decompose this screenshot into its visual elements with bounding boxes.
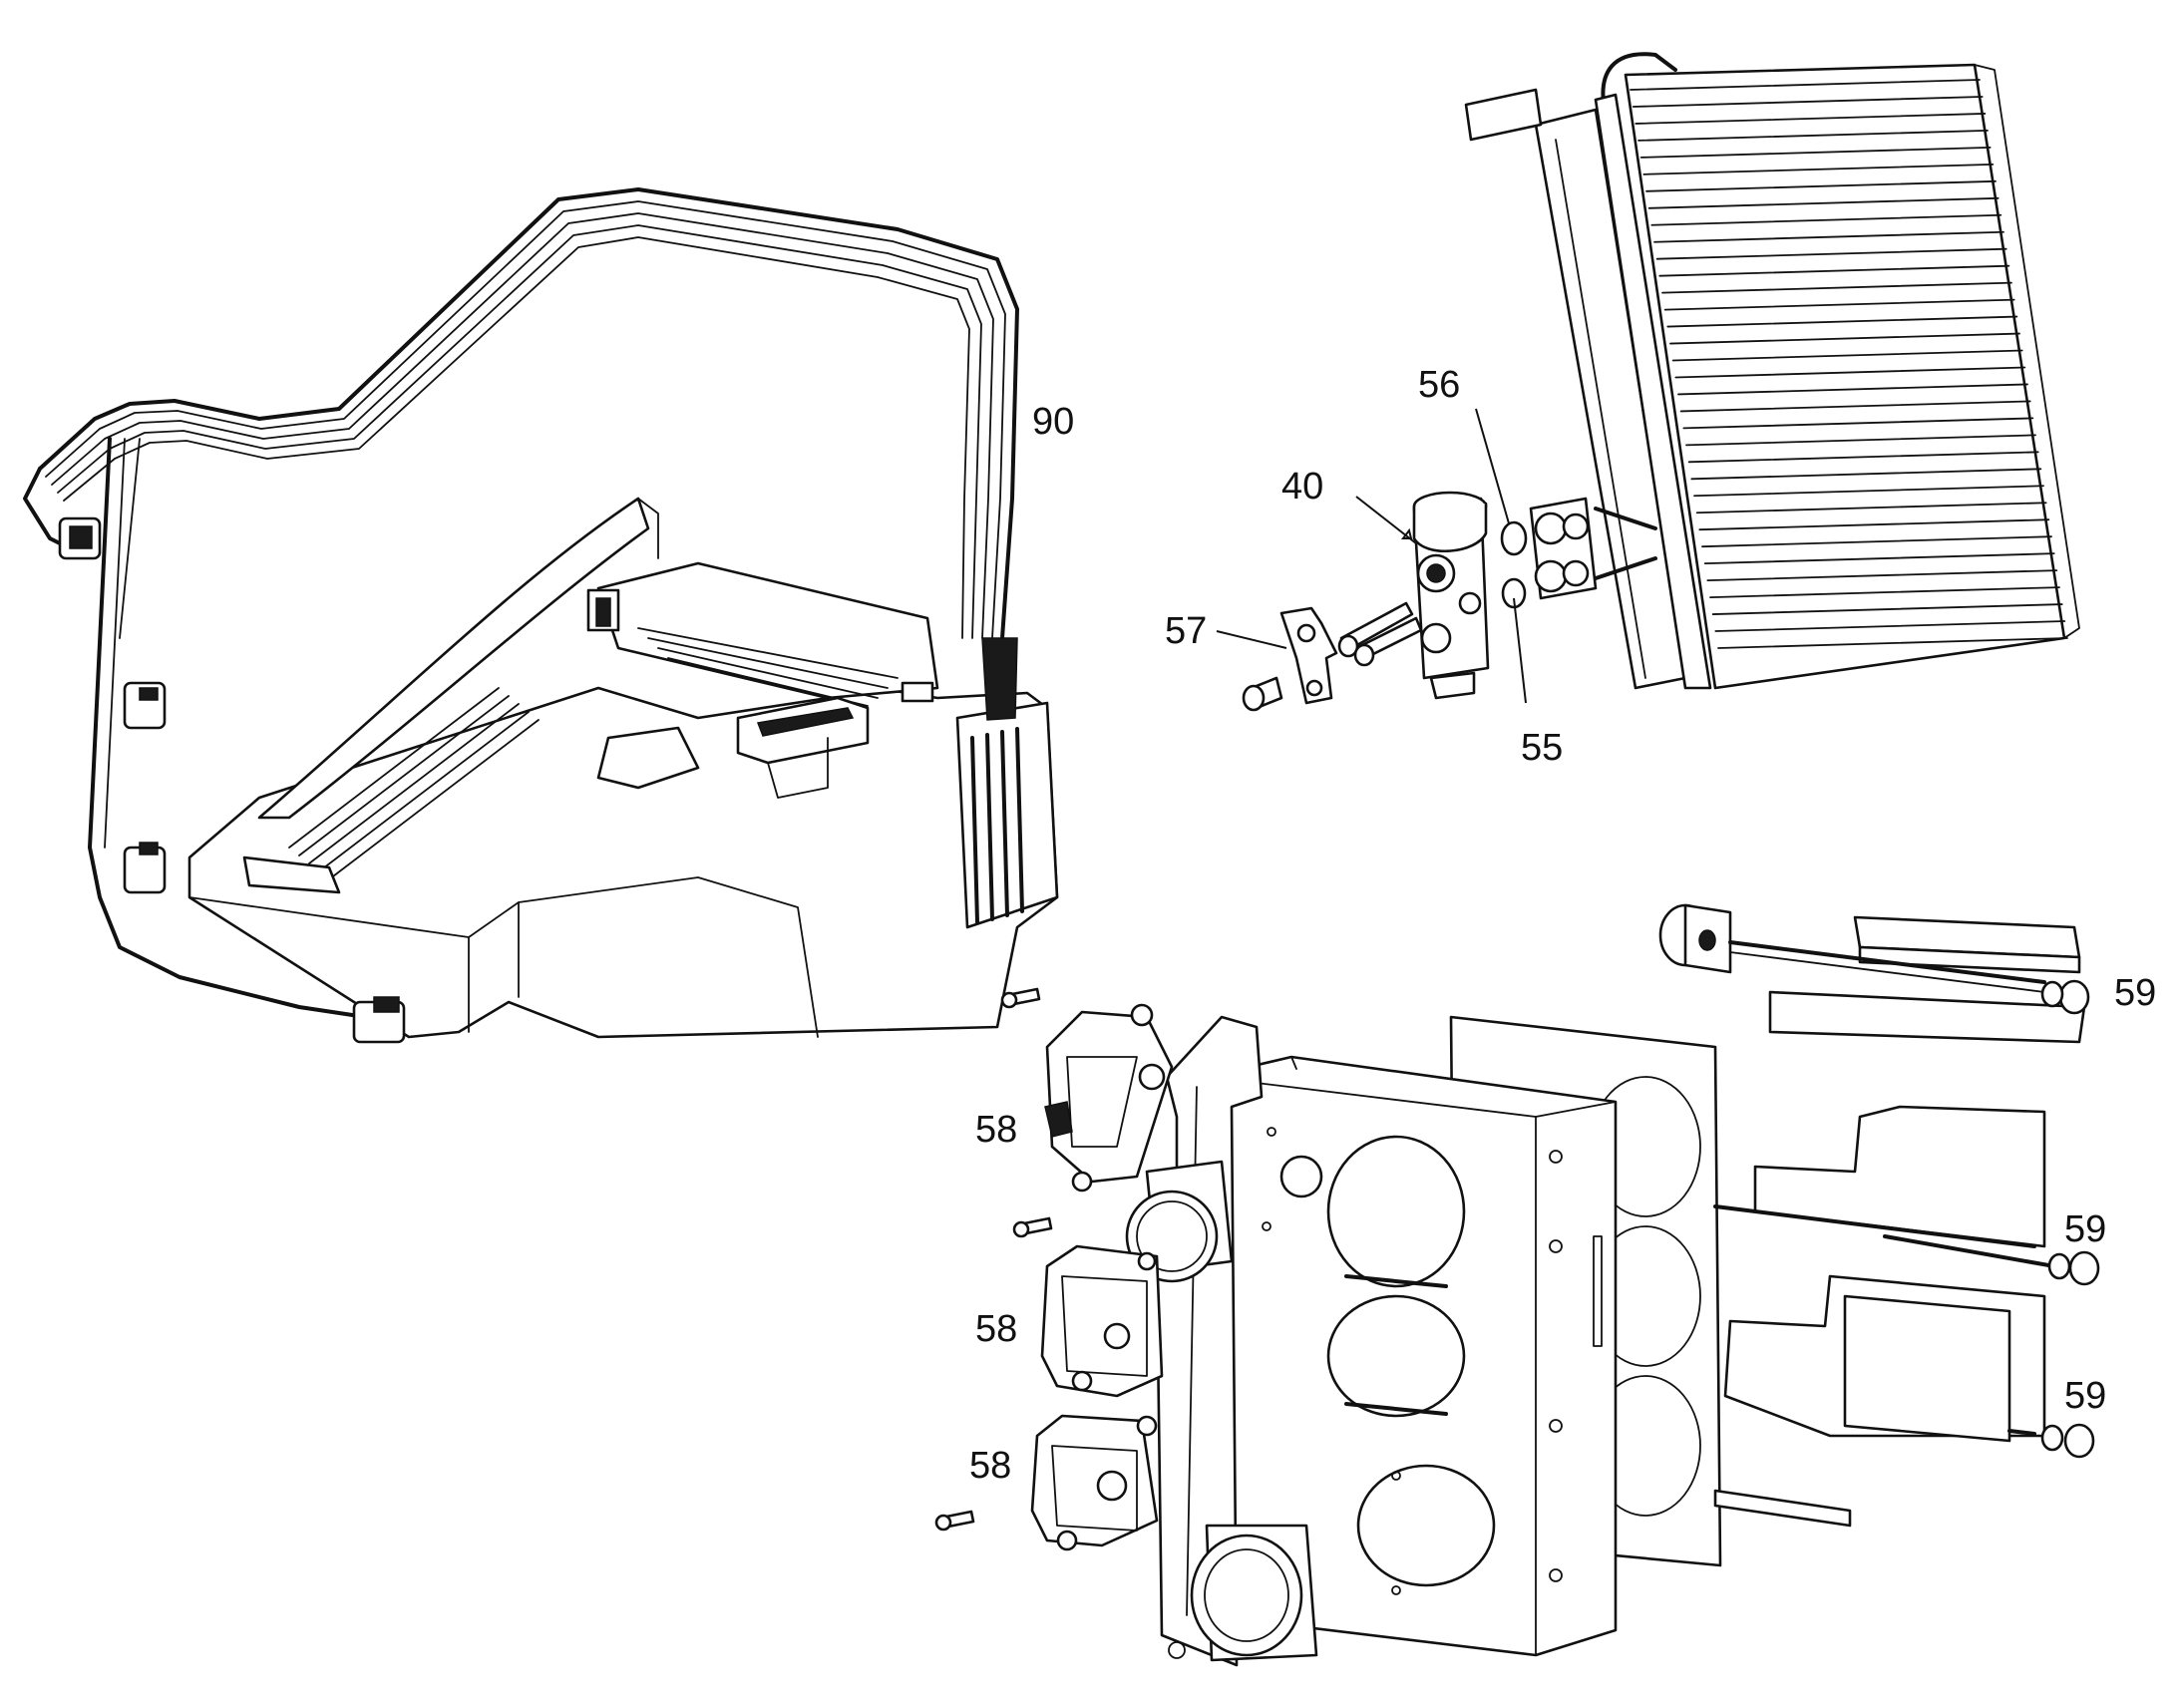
evaporator-fin xyxy=(1698,518,2050,531)
expansion-valve xyxy=(1412,491,1490,700)
duct-fitting-upper xyxy=(1125,1160,1234,1283)
o-ring-lower xyxy=(1501,577,1527,609)
callout-labels: 90 40 56 55 57 58 58 58 59 59 59 xyxy=(969,364,2156,1487)
temperature-sensor-bottom xyxy=(2007,1423,2095,1459)
o-ring-upper xyxy=(1500,520,1528,556)
callout-90: 90 xyxy=(1032,401,1074,443)
evaporator-fin xyxy=(1706,569,2058,582)
evaporator-fin xyxy=(1677,383,2028,396)
leader-lines xyxy=(1216,408,1527,704)
evaporator-fin xyxy=(1685,434,2036,447)
callout-59-bottom: 59 xyxy=(2064,1375,2106,1417)
evaporator-fin xyxy=(1679,400,2031,413)
evaporator-fin xyxy=(1632,96,1984,108)
evaporator-fin xyxy=(1639,146,1992,159)
evaporator-fin xyxy=(1655,247,2007,260)
evaporator-fin xyxy=(1645,179,1997,192)
callout-58-bottom: 58 xyxy=(969,1445,1011,1487)
callout-58-middle: 58 xyxy=(975,1308,1017,1350)
actuator-middle xyxy=(1040,1244,1164,1398)
callout-40: 40 xyxy=(1281,466,1323,508)
evaporator-fin xyxy=(1703,552,2055,565)
evaporator-fin xyxy=(1701,535,2052,548)
valve-bolts xyxy=(1337,601,1423,667)
hvac-housing-upper xyxy=(187,497,1059,1039)
evaporator-fin xyxy=(1630,79,1981,91)
callout-59-top: 59 xyxy=(2114,972,2156,1014)
callout-55: 55 xyxy=(1521,727,1563,769)
harness-connector-1 xyxy=(58,516,102,560)
evaporator-fin xyxy=(1717,637,2068,649)
actuator-top xyxy=(1044,1003,1174,1193)
duct-fitting-lower xyxy=(1168,1524,1318,1662)
evaporator-fin xyxy=(1687,451,2039,464)
actuator-screws xyxy=(934,987,1053,1532)
evaporator-fin xyxy=(1669,332,2020,345)
evaporator-fin xyxy=(1714,620,2066,632)
evaporator-fin xyxy=(1635,113,1987,125)
evaporator-fin xyxy=(1653,230,2004,243)
case-opening-middle xyxy=(1326,1294,1466,1418)
bracket-screw xyxy=(1242,676,1283,712)
case-opening-lower xyxy=(1356,1464,1496,1587)
evaporator-fin xyxy=(1693,485,2044,498)
evaporator-fin xyxy=(1709,586,2060,598)
evaporator-core xyxy=(1464,52,2080,690)
evaporator-fin xyxy=(1711,603,2063,615)
callout-58-top: 58 xyxy=(975,1109,1017,1151)
evaporator-fin xyxy=(1647,196,1999,209)
evaporator-fin xyxy=(1661,281,2012,294)
temperature-sensor-mid xyxy=(1883,1234,2100,1286)
actuator-bottom xyxy=(1030,1414,1159,1551)
callout-59-middle: 59 xyxy=(2064,1208,2106,1250)
heater-core-door-lower xyxy=(1713,1274,2046,1528)
evaporator-fin xyxy=(1658,264,2010,277)
evaporator-fin xyxy=(1666,315,2018,328)
heater-core-door-upper xyxy=(1713,1105,2046,1248)
evaporator-fin xyxy=(1674,366,2026,379)
heater-case xyxy=(1205,1015,1722,1657)
evaporator-fin xyxy=(1671,349,2023,362)
evaporator-fin xyxy=(1695,502,2047,514)
evaporator-fin xyxy=(1690,468,2042,481)
evaporator-fin xyxy=(1663,298,2015,311)
evaporator-fin xyxy=(1642,163,1995,175)
evaporator-fin xyxy=(1682,417,2034,430)
mounting-bracket xyxy=(1279,606,1338,705)
evaporator-fin xyxy=(1637,130,1989,142)
harness-connector-2 xyxy=(123,681,167,730)
callout-56: 56 xyxy=(1418,364,1460,406)
evaporator-fin xyxy=(1650,213,2002,226)
temperature-sensor-top xyxy=(1658,903,2090,1015)
wiring-harness xyxy=(23,187,1019,1044)
harness-connector-4 xyxy=(352,996,406,1044)
harness-connector-3 xyxy=(123,842,167,894)
heater-core-top-pads xyxy=(1768,915,2086,1044)
callout-57: 57 xyxy=(1165,610,1207,652)
case-opening-upper xyxy=(1326,1135,1466,1288)
